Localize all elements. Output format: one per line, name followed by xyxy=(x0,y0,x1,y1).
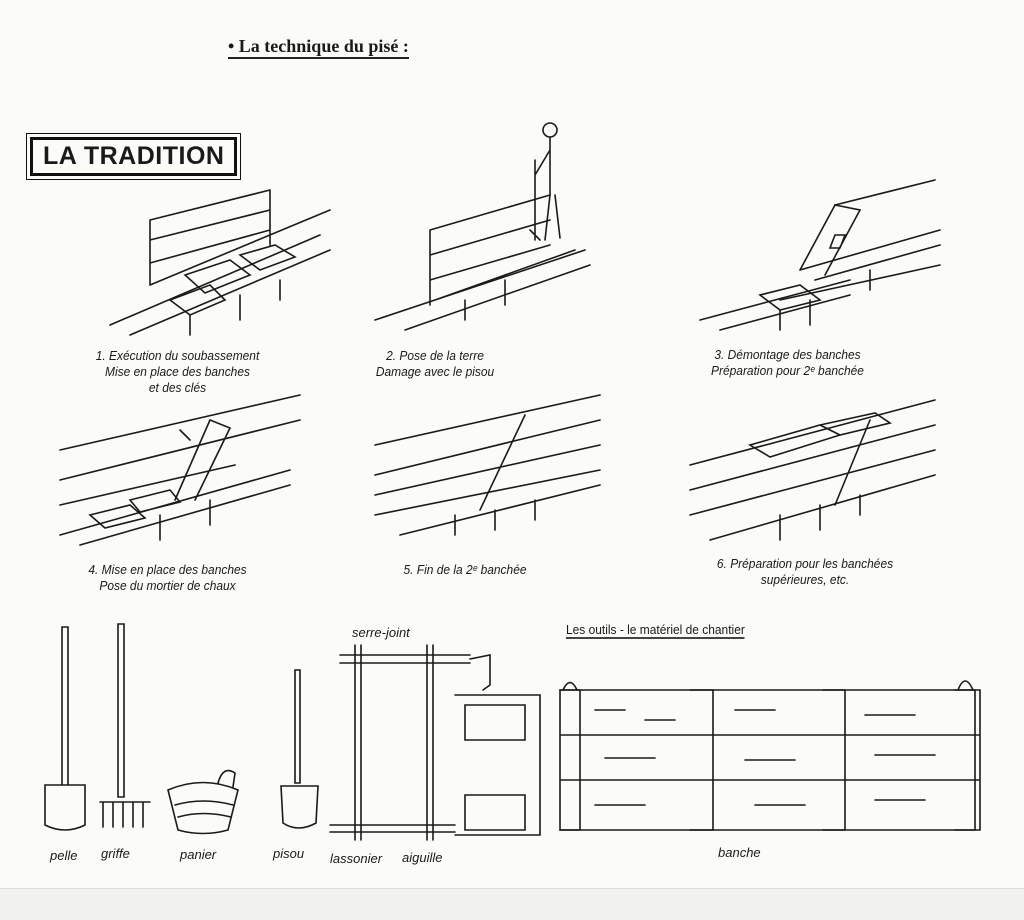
panier-label: panier xyxy=(180,847,217,862)
caption-line: supérieures, etc. xyxy=(760,572,850,587)
aiguille-label: aiguille xyxy=(402,850,443,865)
caption-line: Pose du mortier de chaux xyxy=(99,578,236,593)
caption-line: Préparation pour 2ᵉ banchée xyxy=(711,363,864,378)
serre-joint-icon xyxy=(329,644,541,841)
step-4-illustration xyxy=(59,394,301,546)
step-3-caption: 3. Démontage des banches Préparation pou… xyxy=(675,347,900,379)
step-3-illustration xyxy=(699,179,941,331)
banche-label: banche xyxy=(718,845,761,860)
pelle-label: pelle xyxy=(50,848,78,863)
step-5-caption: 5. Fin de la 2ᵉ banchée xyxy=(368,562,561,578)
step-2-caption: 2. Pose de la terre Damage avec le pisou xyxy=(352,348,518,380)
tools-title: Les outils - le matériel de chantier xyxy=(566,622,745,639)
caption-line: Damage avec le pisou xyxy=(375,364,495,379)
scan-margin xyxy=(0,888,1024,920)
griffe-label: griffe xyxy=(101,846,130,861)
pisou-icon xyxy=(280,669,319,829)
serre-joint-label: serre-joint xyxy=(352,625,410,640)
step-6-illustration xyxy=(689,399,936,541)
pisou-label: pisou xyxy=(273,846,305,861)
caption-line: Mise en place des banches xyxy=(105,364,250,379)
caption-line: et des clés xyxy=(148,380,207,395)
step-6-caption: 6. Préparation pour les banchées supérie… xyxy=(681,556,929,588)
caption-line: 1. Exécution du soubassement xyxy=(95,348,260,363)
section-title: LA TRADITION xyxy=(25,133,242,180)
step-5-illustration xyxy=(374,394,601,536)
caption-line: 3. Démontage des banches xyxy=(714,347,861,362)
step-4-caption: 4. Mise en place des banches Pose du mor… xyxy=(59,562,275,594)
lassonier-label: lassonier xyxy=(330,851,383,866)
page-heading: • La technique du pisé : xyxy=(228,36,409,59)
panier-icon xyxy=(167,769,239,835)
caption-line: 6. Préparation pour les banchées xyxy=(716,556,894,571)
step-1-illustration xyxy=(109,189,331,336)
banche-icon xyxy=(559,680,981,831)
caption-line: 2. Pose de la terre xyxy=(386,348,484,363)
caption-line: 5. Fin de la 2ᵉ banchée xyxy=(403,562,527,577)
griffe-icon xyxy=(99,623,151,828)
step-2-illustration xyxy=(374,122,591,331)
pelle-icon xyxy=(44,626,86,831)
step-1-caption: 1. Exécution du soubassement Mise en pla… xyxy=(69,348,285,396)
caption-line: 4. Mise en place des banches xyxy=(88,562,247,577)
